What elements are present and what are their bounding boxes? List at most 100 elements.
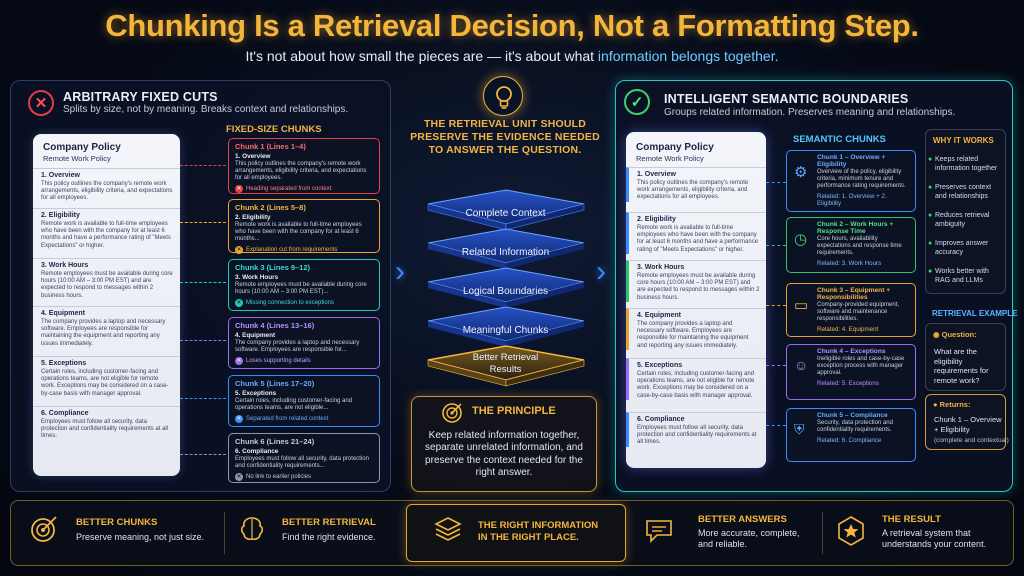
check-icon: ● <box>928 240 933 247</box>
fixed-chunk[interactable]: Chunk 1 (Lines 1–4) 1. Overview This pol… <box>228 138 380 194</box>
why-it-works-box <box>925 129 1006 294</box>
question-icon: ◉ <box>933 330 942 339</box>
page-title: Chunking Is a Retrieval Decision, Not a … <box>105 8 919 43</box>
connector <box>766 245 786 246</box>
benefit-title: BETTER CHUNKS <box>76 517 158 528</box>
fixed-cuts-title: ARBITRARY FIXED CUTS <box>63 90 218 104</box>
layer-stack-graphic <box>427 189 585 387</box>
layer-label: Meaningful Chunks <box>462 325 549 336</box>
chevron-right-icon: › <box>596 255 606 288</box>
fixed-chunk[interactable]: Chunk 3 (Lines 9–12) 3. Work Hours Remot… <box>228 259 380 311</box>
layer-shape <box>427 228 585 269</box>
page-subtitle: It's not about how small the pieces are … <box>245 48 779 64</box>
question-label: ◉ Question: <box>933 330 977 339</box>
check-icon: ✓ <box>624 89 650 115</box>
semantic-chunk[interactable]: ▭ Chunk 3 – Equipment + Responsibilities… <box>786 283 916 337</box>
semantic-chunk[interactable]: ☺ Chunk 4 – Exceptions Ineligible roles … <box>786 344 916 400</box>
semantic-subtitle: Groups related information. Preserves me… <box>664 107 956 118</box>
layers-icon <box>434 517 462 541</box>
chat-bubble-icon <box>646 520 672 543</box>
benefit-title: THE RESULT <box>882 514 941 525</box>
connector <box>180 282 226 283</box>
layer-shape <box>427 267 585 308</box>
layer-label: Better Retrieval Results <box>472 352 539 375</box>
fixed-chunk[interactable]: Chunk 5 (Lines 17–20) 5. Exceptions Cert… <box>228 375 380 427</box>
semantic-chunk[interactable]: ⛨ Chunk 5 – Compliance Security, data pr… <box>786 408 916 462</box>
fixed-chunk[interactable]: Chunk 4 (Lines 13–16) 4. Equipment The c… <box>228 317 380 369</box>
connector <box>766 425 786 426</box>
check-icon: ● <box>928 212 933 219</box>
fixed-chunks-heading: FIXED-SIZE CHUNKS <box>226 124 322 135</box>
doc-subtitle: Remote Work Policy <box>43 154 111 163</box>
fixed-cuts-subtitle: Splits by size, not by meaning. Breaks c… <box>63 104 349 115</box>
principle-title: THE PRINCIPLE <box>472 405 556 417</box>
benefit-desc: A retrieval system that understands your… <box>882 528 987 549</box>
warning-x-icon: ✕ <box>235 299 243 307</box>
benefit-desc: Preserve meaning, not just size. <box>76 532 205 542</box>
warning-x-icon: ✕ <box>235 246 243 254</box>
question-box <box>925 323 1006 391</box>
lightbulb-icon-svg <box>496 86 512 109</box>
why-item: ●Works better with RAG and LLMs <box>928 268 989 284</box>
benefit-title: BETTER ANSWERS <box>698 514 787 525</box>
benefit-desc: Find the right evidence. <box>282 532 376 542</box>
divider <box>224 512 225 554</box>
check-icon: ● <box>933 400 940 409</box>
connector <box>180 165 226 166</box>
brain-icon <box>240 517 264 541</box>
why-item: ●Improves answer accuracy <box>928 240 989 256</box>
shield-icon: ⛨ <box>794 421 805 437</box>
check-icon: ● <box>928 268 933 275</box>
principle-box <box>411 396 597 492</box>
fixed-chunk[interactable]: Chunk 6 (Lines 21–24) 6. Compliance Empl… <box>228 433 380 483</box>
semantic-chunk[interactable]: ⚙ Chunk 1 – Overview + Eligibility Overv… <box>786 150 916 212</box>
why-item: ●Keeps related information together <box>928 156 998 172</box>
subtitle-highlight: information belongs together. <box>597 48 779 64</box>
check-icon: ● <box>928 156 933 163</box>
returns-label: ● Returns: <box>933 400 971 409</box>
connector <box>766 182 786 183</box>
error-x-icon: ✕ <box>28 90 54 116</box>
warning-x-icon: ✕ <box>235 415 243 423</box>
returns-box <box>925 394 1006 450</box>
principle-body: Keep related information together, separ… <box>425 430 583 478</box>
benefit-title: BETTER RETRIEVAL <box>282 517 376 528</box>
layer-shape <box>427 306 585 347</box>
check-icon: ● <box>928 184 933 191</box>
why-it-works-title: WHY IT WORKS <box>933 136 994 145</box>
warning-x-icon: ✕ <box>235 185 243 193</box>
semantic-chunk[interactable]: ◷ Chunk 2 – Work Hours + Response Time C… <box>786 217 916 273</box>
star-badge-icon <box>838 516 864 546</box>
layer-shape <box>427 345 585 387</box>
connector <box>766 365 786 366</box>
laptop-icon: ▭ <box>794 297 809 314</box>
returns-note: (complete and contextual) <box>934 437 1009 444</box>
connector <box>180 340 226 341</box>
semantic-title: INTELLIGENT SEMANTIC BOUNDARIES <box>664 92 909 106</box>
connector <box>180 398 226 399</box>
benefit-title-highlight: THE RIGHT INFORMATION IN THE RIGHT PLACE… <box>478 520 599 543</box>
chevron-right-icon: › <box>395 255 405 288</box>
question-text: What are the eligibility requirements fo… <box>934 347 989 385</box>
returns-text: Chunk 1 – Overview + Eligibility <box>934 415 1002 434</box>
doc-title: Company Policy <box>636 142 714 153</box>
why-item: ●Reduces retrieval ambiguity <box>928 212 990 228</box>
left-policy-document: Company Policy Remote Work Policy 1. Ove… <box>33 134 180 476</box>
layer-shape <box>427 189 585 231</box>
clock-icon: ◷ <box>794 231 808 248</box>
target-icon <box>442 403 462 423</box>
warning-x-icon: ✕ <box>235 357 243 365</box>
benefit-desc: More accurate, complete, and reliable. <box>698 528 800 549</box>
doc-title: Company Policy <box>43 142 121 153</box>
fixed-chunk[interactable]: Chunk 2 (Lines 5–8) 2. Eligibility Remot… <box>228 199 380 254</box>
